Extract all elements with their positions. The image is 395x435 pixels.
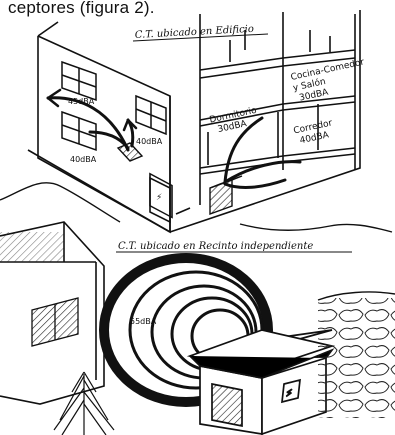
hazard-sign-icon: ⚡ bbox=[286, 389, 292, 399]
label-lower-window: 40dBA bbox=[70, 155, 97, 164]
room-bedroom: Dormitorio 30dBA bbox=[209, 106, 261, 137]
room-corridor: Corredor 40dBA bbox=[293, 118, 336, 147]
label-middle-window: 40dBA bbox=[136, 137, 163, 146]
building-hazard-icon: ⚡ bbox=[156, 193, 162, 203]
building bbox=[28, 10, 360, 232]
label-upper-window: 45dBA bbox=[68, 97, 95, 106]
heading-building: C.T. ubicado en Edificio bbox=[135, 24, 255, 41]
label-wave: 55dBA bbox=[130, 317, 157, 326]
transformer-building bbox=[118, 143, 242, 214]
house-roof bbox=[0, 232, 64, 262]
stone-wall bbox=[318, 298, 395, 418]
transformer-kiosk: ⚡ bbox=[190, 330, 332, 434]
house-window bbox=[32, 298, 78, 346]
heading-independent: C.T. ubicado en Recinto independiente bbox=[118, 241, 313, 252]
terrain bbox=[0, 183, 392, 232]
pine-tree bbox=[54, 372, 114, 435]
